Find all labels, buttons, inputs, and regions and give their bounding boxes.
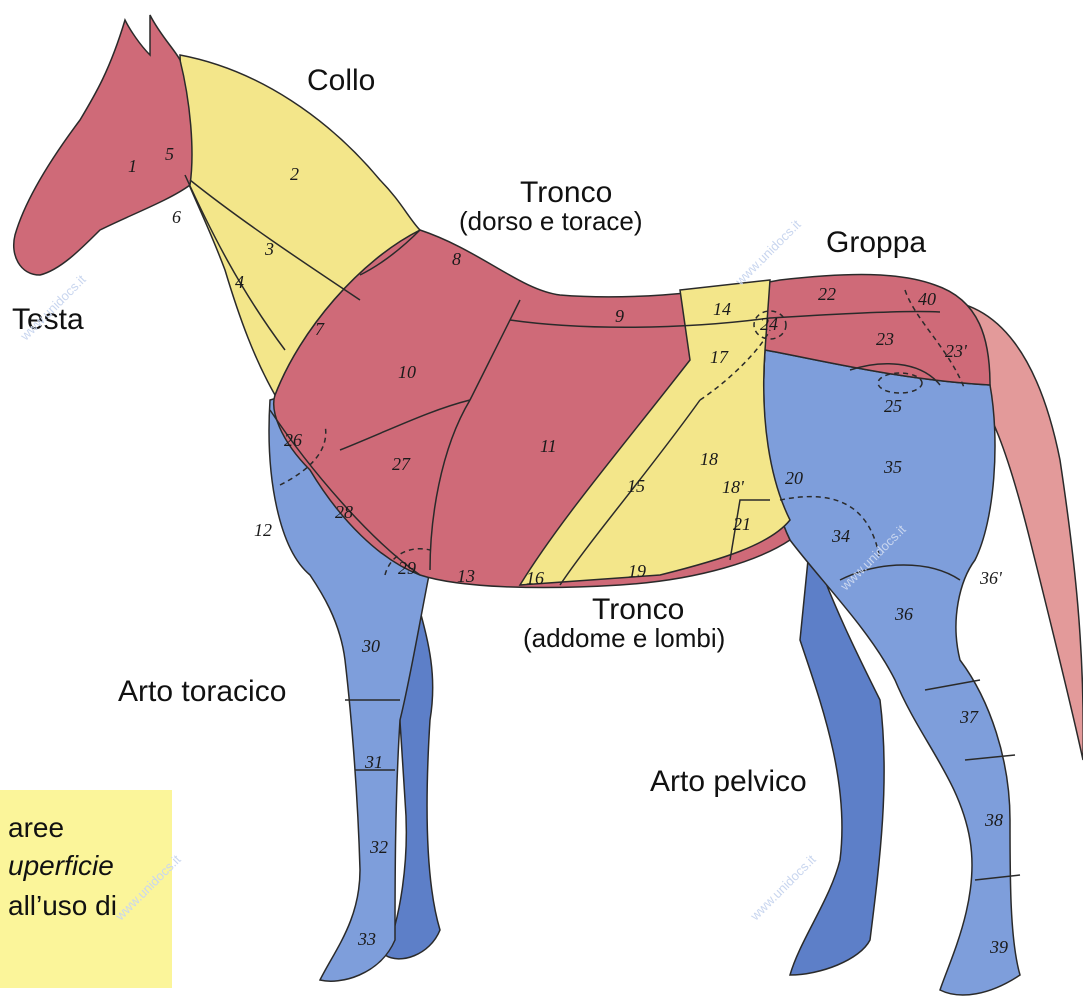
num-36-prime: 36': [979, 568, 1003, 588]
num-27: 27: [392, 454, 411, 474]
label-tronco-bottom-sub: (addome e lombi): [523, 623, 725, 654]
num-4: 4: [235, 272, 244, 292]
num-23-prime: 23': [945, 341, 968, 361]
num-33: 33: [357, 929, 376, 949]
num-31: 31: [364, 752, 383, 772]
num-16: 16: [526, 568, 544, 588]
num-25: 25: [884, 396, 902, 416]
num-3: 3: [264, 239, 274, 259]
num-5: 5: [165, 144, 174, 164]
num-18: 18: [700, 449, 718, 469]
num-6: 6: [172, 207, 181, 227]
num-19: 19: [628, 561, 646, 581]
label-tronco-top-sub: (dorso e torace): [459, 206, 643, 237]
num-32: 32: [369, 837, 388, 857]
hind-leg-near: [764, 350, 1020, 995]
num-37: 37: [959, 707, 979, 727]
num-29: 29: [398, 558, 416, 578]
label-collo: Collo: [307, 64, 375, 98]
num-23: 23: [876, 329, 894, 349]
num-38: 38: [984, 810, 1003, 830]
num-2: 2: [290, 164, 299, 184]
num-39: 39: [989, 937, 1008, 957]
num-7: 7: [315, 319, 325, 339]
num-21: 21: [733, 514, 751, 534]
note-line-1: aree: [8, 812, 64, 844]
num-24: 24: [760, 314, 778, 334]
num-13: 13: [457, 566, 475, 586]
num-8: 8: [452, 249, 461, 269]
num-11: 11: [540, 436, 557, 456]
label-arto-toracico: Arto toracico: [118, 675, 286, 709]
num-36: 36: [894, 604, 913, 624]
num-30: 30: [361, 636, 380, 656]
num-20: 20: [785, 468, 803, 488]
num-18-prime: 18': [722, 477, 745, 497]
label-tronco-top: Tronco: [520, 176, 612, 210]
num-35: 35: [883, 457, 902, 477]
note-line-3: all’uso di: [8, 890, 117, 922]
num-22: 22: [818, 284, 836, 304]
num-9: 9: [615, 306, 624, 326]
num-40: 40: [918, 289, 936, 309]
label-arto-pelvico: Arto pelvico: [650, 765, 807, 799]
num-15: 15: [627, 476, 645, 496]
num-14: 14: [713, 299, 731, 319]
label-groppa: Groppa: [826, 226, 926, 260]
num-17: 17: [710, 347, 729, 367]
note-line-2: uperficie: [8, 850, 114, 882]
num-34: 34: [831, 526, 850, 546]
num-26: 26: [284, 430, 302, 450]
num-12: 12: [254, 520, 272, 540]
num-10: 10: [398, 362, 416, 382]
label-tronco-bottom: Tronco: [592, 593, 684, 627]
num-1: 1: [128, 156, 137, 176]
num-28: 28: [335, 502, 353, 522]
